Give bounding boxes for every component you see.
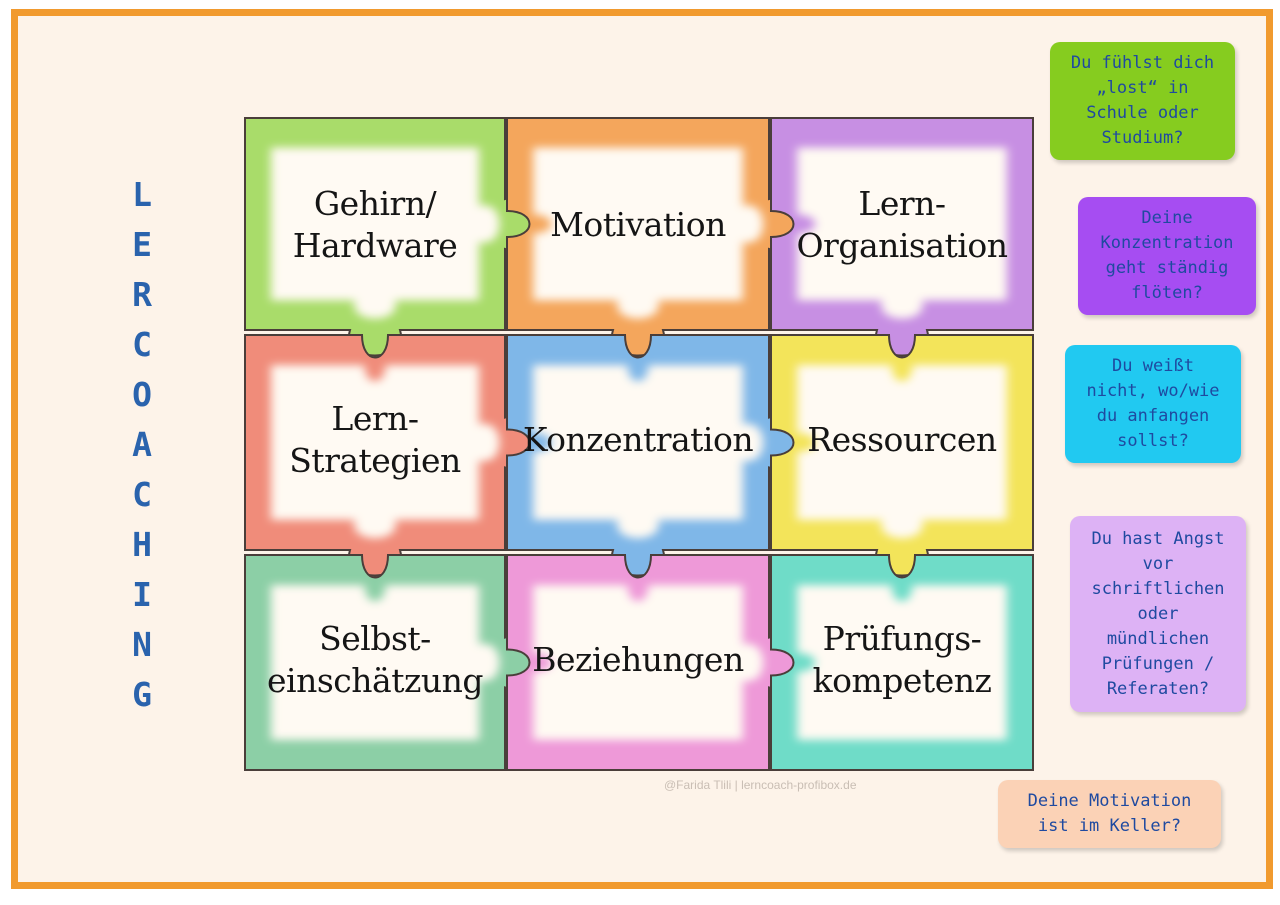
title-letter: L <box>132 175 152 214</box>
puzzle-piece-center <box>533 585 764 740</box>
title-letter: E <box>132 225 152 264</box>
puzzle-piece-label-ressourcen: Ressourcen <box>807 420 997 459</box>
puzzle-piece-label-lern-strategien: Lern- Strategien <box>289 399 461 480</box>
puzzle-piece-center <box>533 365 764 539</box>
puzzle-piece-center <box>271 365 500 539</box>
title-letter: C <box>132 475 152 514</box>
lerncoaching-title: L E R C O A C H I N G <box>120 170 164 720</box>
puzzle-piece-selbsteinschaetzung <box>244 554 532 771</box>
title-letter: O <box>132 375 152 414</box>
puzzle-piece-label-gehirn-hardware: Gehirn/ Hardware <box>292 184 458 265</box>
puzzle-piece-outline <box>506 334 796 577</box>
puzzle-piece-motivation <box>506 117 796 357</box>
note-lost: Du fühlst dich „lost“ in Schule oder Stu… <box>1050 42 1235 160</box>
watermark: @Farida Tlili | lerncoach-profibox.de <box>664 778 857 792</box>
note-konzentration: Deine Konzentration geht ständig flöten? <box>1078 197 1256 315</box>
puzzle-piece-center <box>797 585 1007 740</box>
title-letter: N <box>132 625 152 664</box>
puzzle-piece-center <box>797 365 1007 539</box>
puzzle-piece-label-motivation: Motivation <box>550 205 726 244</box>
puzzle-piece-lern-organisation <box>770 117 1034 357</box>
puzzle-piece-center <box>271 147 500 319</box>
puzzle-piece-center <box>797 147 1007 319</box>
puzzle-piece-label-pruefungskompetenz: Prüfungs- kompetenz <box>812 619 992 700</box>
puzzle-piece-center <box>533 147 764 319</box>
puzzle-piece-konzentration <box>506 334 796 577</box>
title-letter: I <box>132 575 152 614</box>
puzzle-piece-label-selbsteinschaetzung: Selbst- einschätzung <box>267 619 483 700</box>
title-letter: A <box>132 425 152 464</box>
puzzle-piece-gehirn-hardware <box>244 117 532 357</box>
note-motivation: Deine Motivation ist im Keller? <box>998 780 1221 848</box>
title-letter: C <box>132 325 152 364</box>
title-letter: G <box>132 675 152 714</box>
puzzle-piece-pruefungskompetenz <box>770 554 1034 771</box>
puzzle-piece-label-konzentration: Konzentration <box>522 420 754 459</box>
puzzle-piece-label-beziehungen: Beziehungen <box>532 640 744 679</box>
puzzle-piece-outline <box>770 554 1034 771</box>
puzzle-piece-center <box>271 585 500 740</box>
note-pruefungsangst: Du hast Angst vor schriftlichen oder mün… <box>1070 516 1246 712</box>
puzzle-piece-outline <box>770 334 1034 577</box>
title-letter: H <box>132 525 152 564</box>
puzzle-piece-lern-strategien <box>244 334 532 577</box>
title-letter: R <box>132 275 152 314</box>
puzzle-piece-label-lern-organisation: Lern- Organisation <box>796 184 1008 265</box>
puzzle-piece-beziehungen <box>506 554 796 771</box>
puzzle-piece-ressourcen <box>770 334 1034 577</box>
note-anfangen: Du weißt nicht, wo/wie du anfangen solls… <box>1065 345 1241 463</box>
